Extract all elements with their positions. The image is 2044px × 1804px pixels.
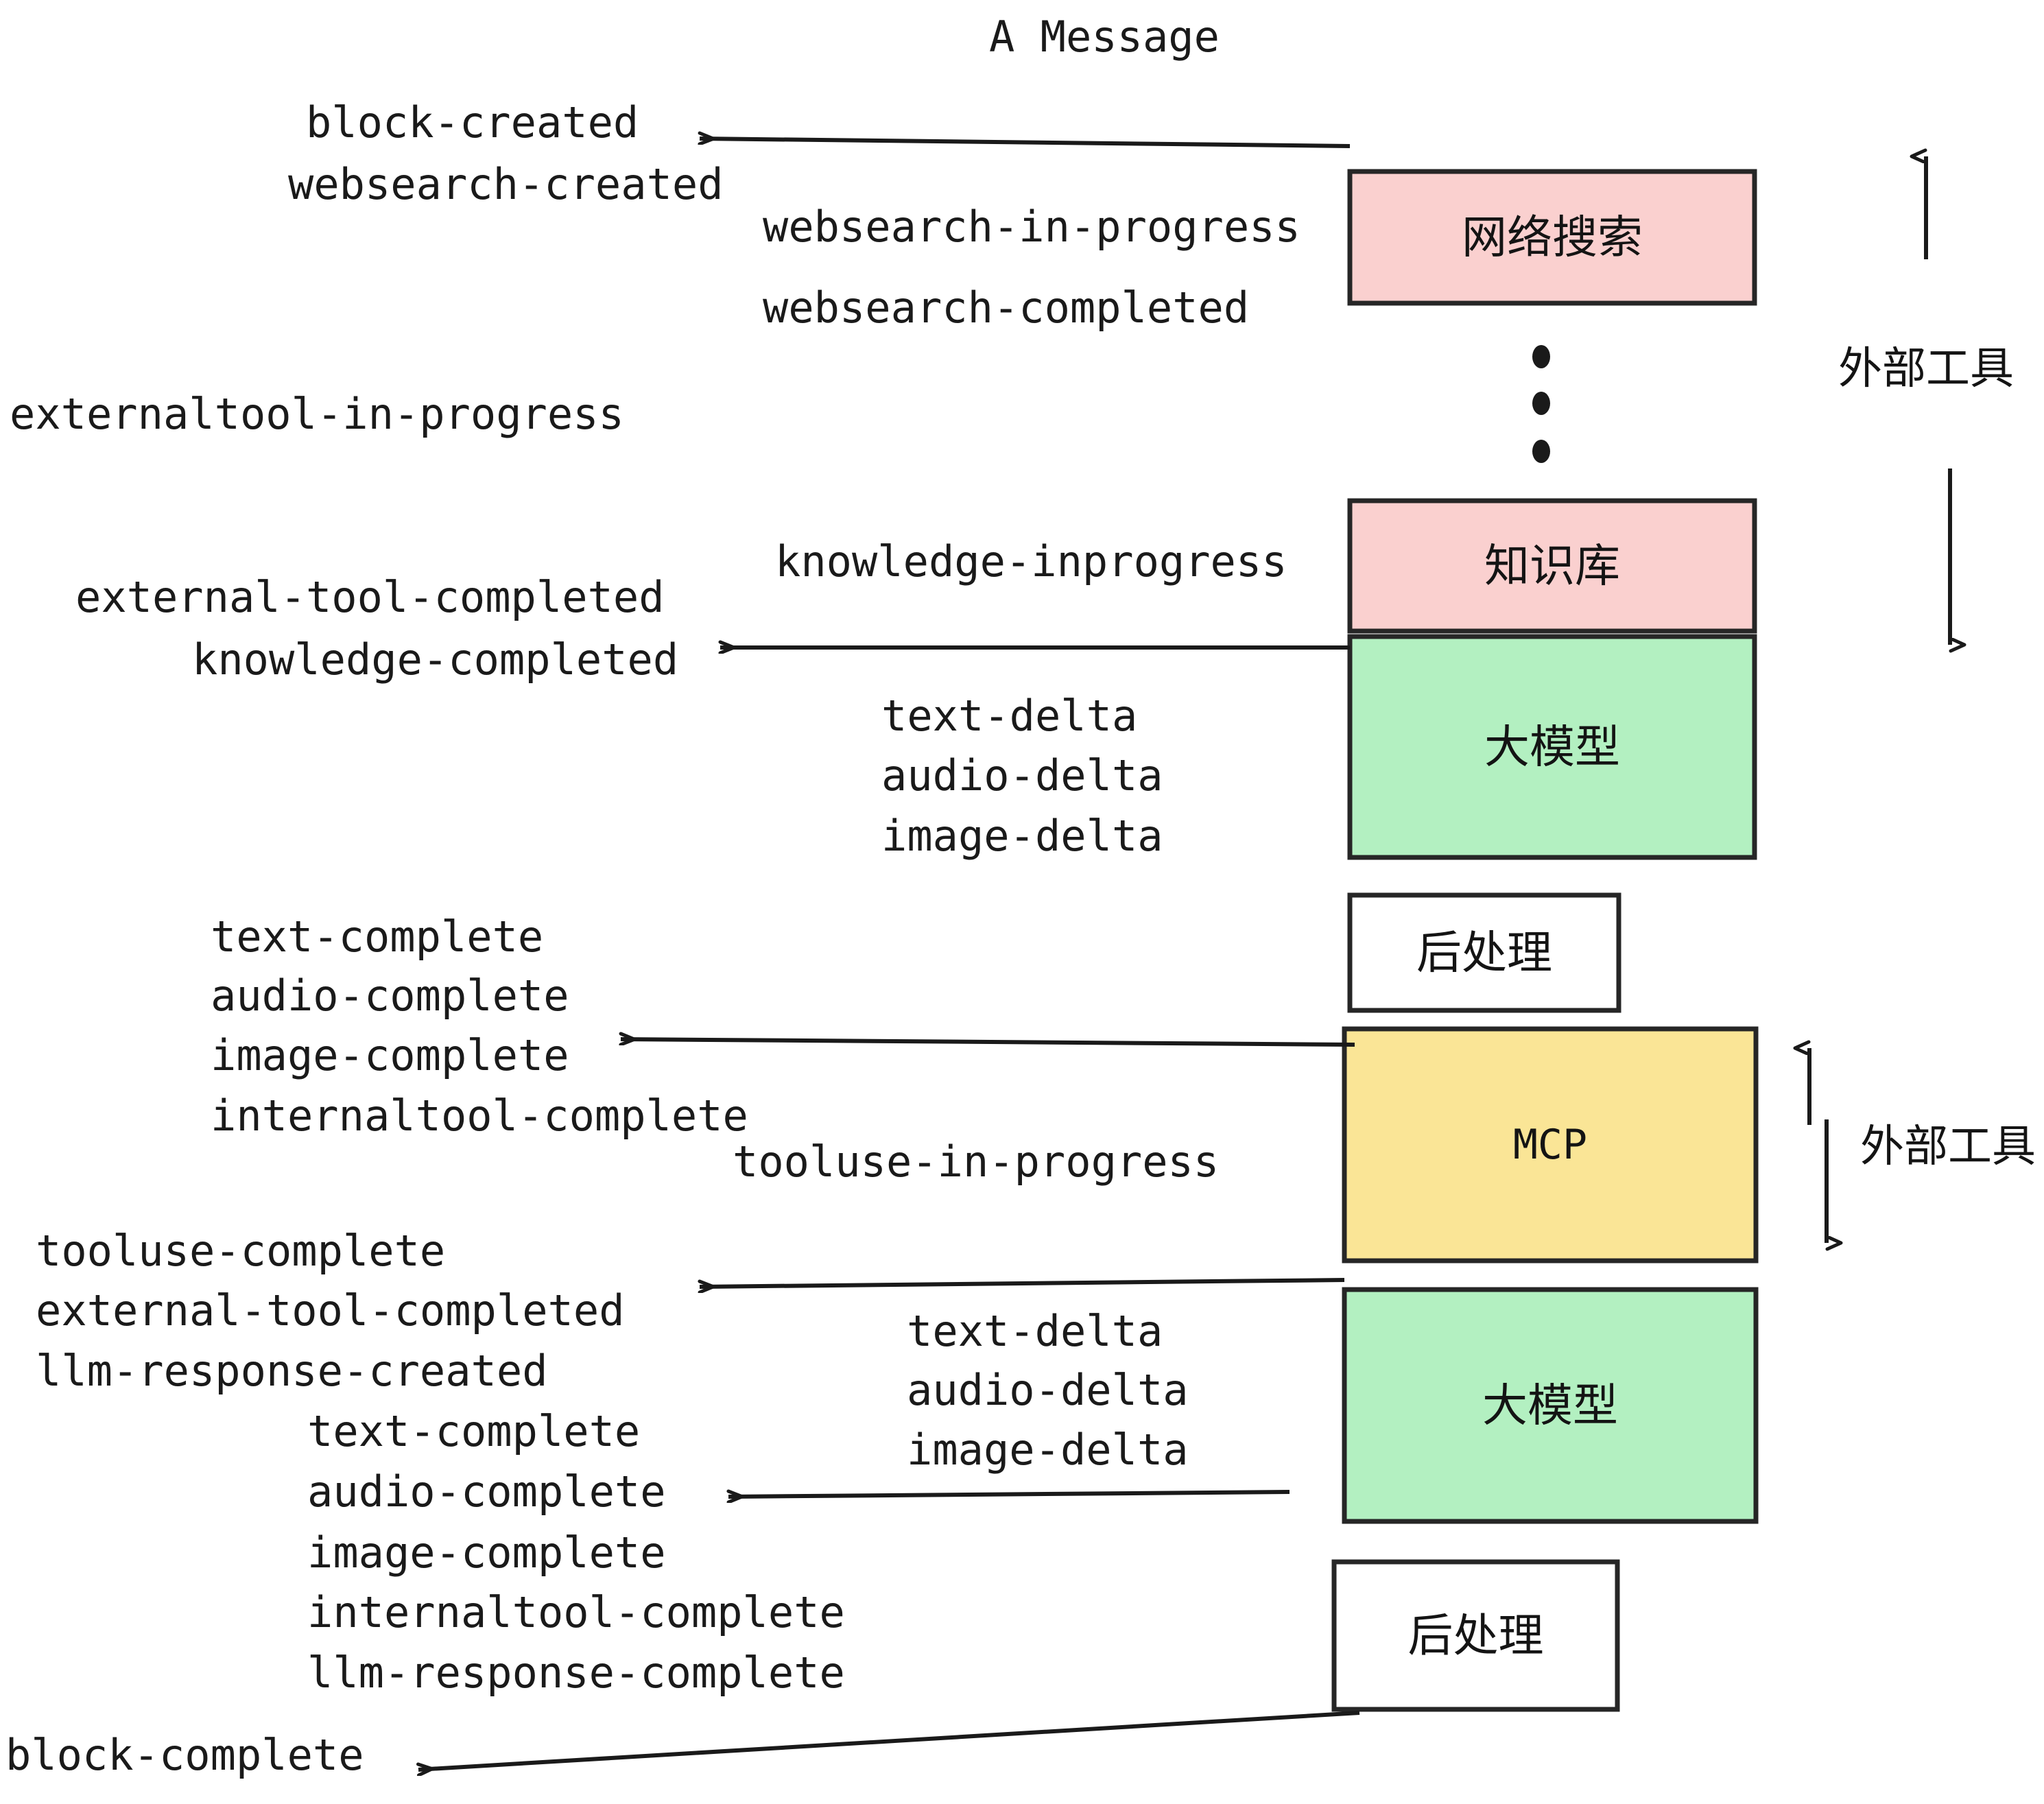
event-websearch-completed: websearch-completed: [763, 283, 1249, 333]
side-group-external-tools-bottom: 外部工具: [1809, 1048, 2036, 1243]
node-llm-1[interactable]: 大模型: [1347, 634, 1757, 860]
node-post-1[interactable]: 后处理: [1347, 892, 1621, 1013]
node-label-websearch: 网络搜索: [1462, 211, 1643, 264]
arrow-image-complete-icon: [621, 1039, 1355, 1047]
event-text-complete-1: text-complete: [211, 912, 543, 962]
event-llm-response-created: llm-response-created: [36, 1346, 548, 1396]
arrow-group: [418, 139, 1360, 1770]
node-knowledge[interactable]: 知识库: [1347, 498, 1757, 634]
event-text-delta-2: text-delta: [907, 1306, 1163, 1356]
node-websearch[interactable]: 网络搜索: [1347, 169, 1757, 306]
event-external-tool-completed-1: external-tool-completed: [75, 572, 665, 622]
node-box-llm-2[interactable]: [1342, 1287, 1759, 1524]
event-knowledge-inprogress: knowledge-inprogress: [775, 536, 1287, 586]
event-tooluse-complete: tooluse-complete: [36, 1226, 445, 1276]
event-internaltool-complete-2: internaltool-complete: [307, 1587, 845, 1637]
node-post-2[interactable]: 后处理: [1331, 1559, 1620, 1712]
event-image-complete-1: image-complete: [211, 1030, 569, 1080]
arrow-tooluse-complete-icon: [700, 1278, 1345, 1287]
event-audio-delta-2: audio-delta: [907, 1365, 1189, 1415]
arrow-block-complete-icon: [418, 1711, 1360, 1770]
node-label-knowledge: 知识库: [1484, 540, 1620, 593]
ellipsis-dot-2: [1532, 392, 1550, 415]
node-label-llm-1: 大模型: [1484, 721, 1620, 774]
event-websearch-in-progress: websearch-in-progress: [763, 202, 1300, 252]
event-externaltool-in-progress: externaltool-in-progress: [10, 389, 624, 439]
event-image-delta-1: image-delta: [881, 811, 1163, 861]
node-label-mcp: MCP: [1513, 1121, 1587, 1169]
node-box-knowledge[interactable]: [1347, 498, 1757, 634]
arrow-block-created-icon: [700, 139, 1351, 148]
event-text-complete-2: text-complete: [307, 1406, 640, 1456]
event-tooluse-in-progress: tooluse-in-progress: [733, 1137, 1219, 1187]
arrow-audio-complete-icon: [728, 1492, 1290, 1497]
node-llm-2[interactable]: 大模型: [1342, 1287, 1759, 1524]
node-label-llm-2: 大模型: [1482, 1379, 1618, 1432]
node-box-llm-1[interactable]: [1347, 634, 1757, 860]
node-box-post-2[interactable]: [1331, 1559, 1620, 1712]
diagram-title: A Message: [989, 12, 1220, 62]
event-image-complete-2: image-complete: [307, 1528, 666, 1578]
event-audio-complete-1: audio-complete: [211, 971, 569, 1021]
ellipsis-dots-group: [1532, 345, 1550, 463]
event-llm-response-complete: llm-response-complete: [307, 1648, 845, 1698]
event-image-delta-2: image-delta: [907, 1425, 1189, 1475]
event-external-tool-completed-2: external-tool-completed: [36, 1285, 625, 1336]
node-box-post-1[interactable]: [1347, 892, 1621, 1013]
event-audio-complete-2: audio-complete: [307, 1467, 666, 1517]
ellipsis-dot-3: [1532, 440, 1550, 463]
node-label-post-1: 后处理: [1416, 927, 1552, 980]
event-websearch-created: websearch-created: [288, 159, 724, 209]
event-knowledge-completed: knowledge-completed: [192, 634, 678, 685]
event-label-group: block-created websearch-created websearch-…: [5, 97, 1300, 1780]
ellipsis-dot-1: [1532, 345, 1550, 368]
side-label-external-tools-bottom: 外部工具: [1860, 1121, 2036, 1172]
side-label-external-tools-top: 外部工具: [1838, 344, 2014, 394]
event-audio-delta-1: audio-delta: [881, 750, 1163, 800]
event-block-complete: block-complete: [5, 1730, 364, 1780]
node-label-post-2: 后处理: [1408, 1609, 1544, 1662]
node-box-websearch[interactable]: [1347, 169, 1757, 306]
event-text-delta-1: text-delta: [881, 691, 1137, 741]
event-internaltool-complete-1: internaltool-complete: [211, 1091, 748, 1141]
event-block-created: block-created: [306, 97, 639, 147]
side-group-external-tools-top: 外部工具: [1838, 156, 2014, 645]
node-box-mcp[interactable]: [1342, 1026, 1759, 1263]
node-mcp[interactable]: MCP: [1342, 1026, 1759, 1263]
